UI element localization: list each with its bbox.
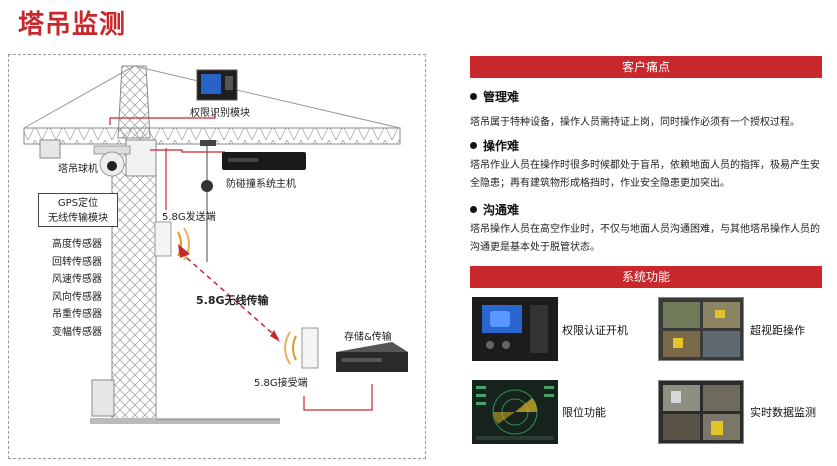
function-label: 实时数据监测 bbox=[750, 406, 816, 419]
sender-label: 5.8G发送端 bbox=[162, 212, 216, 223]
receiver-antenna-device bbox=[284, 327, 319, 369]
pain-point-title-text: 沟通难 bbox=[483, 203, 520, 217]
auth-terminal-thumbnail bbox=[472, 297, 558, 361]
crane-mast bbox=[111, 149, 157, 421]
camera-label: 塔吊球机 bbox=[58, 164, 98, 175]
gps-line2: 无线传输模块 bbox=[48, 213, 108, 224]
monitoring-grid-thumbnail bbox=[658, 380, 744, 444]
sensor-item: 回转传感器 bbox=[52, 256, 102, 268]
pain-point-title-text: 操作难 bbox=[483, 139, 520, 153]
auth-terminal-device bbox=[196, 69, 238, 101]
crane-top bbox=[117, 65, 151, 139]
sensor-item: 高度传感器 bbox=[52, 239, 102, 250]
sensor-list: 高度传感器 回转传感器 风速传感器 风向传感器 吊重传感器 变幅传感器 bbox=[52, 236, 102, 342]
tower-crane-diagram bbox=[23, 65, 408, 424]
auth-module-label: 权限识别模块 bbox=[190, 108, 250, 119]
crane-hook bbox=[201, 180, 213, 192]
crane-jib bbox=[23, 127, 401, 145]
function-label: 权限认证开机 bbox=[562, 324, 628, 337]
bullet-icon bbox=[470, 142, 477, 149]
page-title: 塔吊监测 bbox=[18, 10, 127, 40]
sensor-item: 吊重传感器 bbox=[52, 309, 102, 321]
host-label: 防碰撞系统主机 bbox=[226, 179, 296, 190]
limit-dashboard-thumbnail bbox=[472, 380, 558, 444]
sender-antenna-device bbox=[154, 221, 190, 261]
receiver-label: 5.8G接受端 bbox=[254, 378, 308, 389]
bullet-icon bbox=[470, 206, 477, 213]
crane-cab bbox=[125, 139, 157, 177]
gps-line1: GPS定位 bbox=[57, 198, 99, 209]
sensor-item: 风向传感器 bbox=[52, 291, 102, 303]
pain-point-desc: 塔吊操作人员在高空作业时，不仅与地面人员沟通困难，与其他塔吊操作人员的沟通更是基… bbox=[470, 224, 820, 253]
storage-label: 存储&传输 bbox=[344, 332, 392, 343]
functions-header: 系统功能 bbox=[470, 266, 822, 288]
wireless-link bbox=[179, 251, 281, 341]
pain-point-title-text: 管理难 bbox=[483, 90, 520, 104]
gps-module-box: GPS定位 无线传输模块 bbox=[38, 193, 118, 227]
storage-device bbox=[336, 342, 408, 372]
counterweight bbox=[91, 379, 115, 417]
sensor-item: 风速传感器 bbox=[52, 274, 102, 286]
video-grid-thumbnail bbox=[658, 297, 744, 361]
bullet-icon bbox=[470, 93, 477, 100]
sensor-item: 变幅传感器 bbox=[52, 326, 102, 338]
pain-points-header: 客户痛点 bbox=[470, 56, 822, 78]
host-device bbox=[222, 152, 306, 170]
pain-point-desc: 塔吊作业人员在操作时很多时候都处于盲吊，依赖地面人员的指挥，极易产生安全隐患；再… bbox=[470, 160, 820, 189]
crane-base bbox=[90, 418, 280, 424]
pain-point-title: 操作难 bbox=[470, 137, 519, 154]
pain-point-title: 沟通难 bbox=[470, 201, 519, 218]
diagram-frame bbox=[8, 54, 426, 459]
pain-point-title: 管理难 bbox=[470, 88, 519, 105]
function-label: 超视距操作 bbox=[750, 324, 805, 337]
dome-camera-device bbox=[93, 145, 131, 177]
function-label: 限位功能 bbox=[562, 406, 606, 419]
wireless-label: 5.8G无线传输 bbox=[196, 294, 269, 307]
pain-point-desc: 塔吊属于特种设备，操作人员需持证上岗，同时操作必须有一个授权过程。 bbox=[470, 117, 800, 128]
